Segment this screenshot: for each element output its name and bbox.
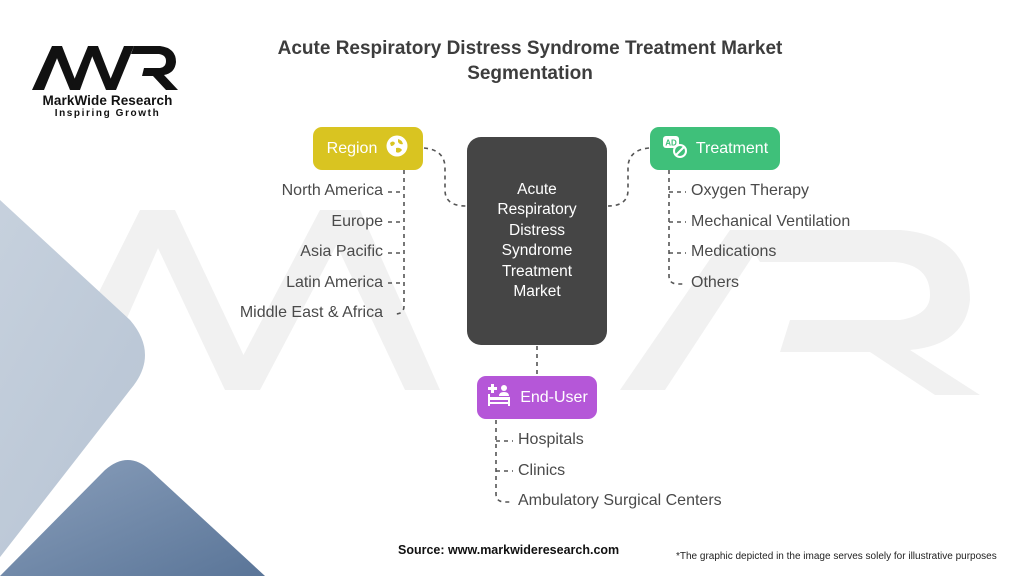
category-region-label: Region bbox=[326, 139, 378, 157]
treatment-item: Medications bbox=[691, 243, 777, 260]
svg-text:AD: AD bbox=[665, 139, 677, 148]
page-title: Acute Respiratory Distress Syndrome Trea… bbox=[250, 36, 810, 86]
category-region: Region bbox=[313, 127, 423, 170]
connector-region-items bbox=[394, 170, 405, 315]
region-item: Asia Pacific bbox=[300, 243, 383, 260]
title-line-1: Acute Respiratory Distress Syndrome Trea… bbox=[277, 38, 783, 59]
connector-treatment-items bbox=[668, 170, 686, 285]
category-end-user-label: End-User bbox=[520, 388, 588, 406]
region-item: Latin America bbox=[286, 274, 383, 291]
center-node: Acute Respiratory Distress Syndrome Trea… bbox=[467, 137, 607, 345]
brand-tagline: Inspiring Growth bbox=[54, 108, 161, 119]
category-treatment-label: Treatment bbox=[695, 139, 769, 157]
end-user-item: Hospitals bbox=[518, 431, 584, 448]
end-user-item: Ambulatory Surgical Centers bbox=[518, 492, 722, 509]
category-treatment: AD Treatment bbox=[650, 127, 780, 170]
pill-prohibited-icon: AD bbox=[662, 133, 688, 164]
region-item: Europe bbox=[331, 213, 383, 230]
disclaimer-note: *The graphic depicted in the image serve… bbox=[676, 551, 997, 562]
logo bbox=[30, 42, 180, 92]
connector-treatment-center bbox=[607, 147, 650, 207]
connector-enduser-items bbox=[495, 420, 513, 503]
region-item: Middle East & Africa bbox=[239, 304, 383, 321]
decor-shape-dark bbox=[0, 460, 265, 576]
connector-region-center bbox=[423, 147, 467, 207]
end-user-item: Clinics bbox=[518, 462, 566, 479]
title-line-2: Segmentation bbox=[467, 63, 593, 84]
decor-shape-light bbox=[0, 200, 145, 558]
brand-name: MarkWide Research bbox=[42, 93, 173, 108]
logo-mark-icon bbox=[32, 46, 178, 90]
treatment-item: Oxygen Therapy bbox=[691, 182, 809, 199]
center-node-label: Acute Respiratory Distress Syndrome Trea… bbox=[497, 180, 577, 301]
hospital-bed-icon bbox=[486, 382, 512, 413]
source-note: Source: www.markwideresearch.com bbox=[398, 543, 620, 557]
category-end-user: End-User bbox=[477, 376, 597, 419]
treatment-item: Mechanical Ventilation bbox=[691, 213, 851, 230]
region-item: North America bbox=[281, 182, 383, 199]
globe-icon bbox=[385, 134, 409, 163]
treatment-item: Others bbox=[691, 274, 740, 291]
